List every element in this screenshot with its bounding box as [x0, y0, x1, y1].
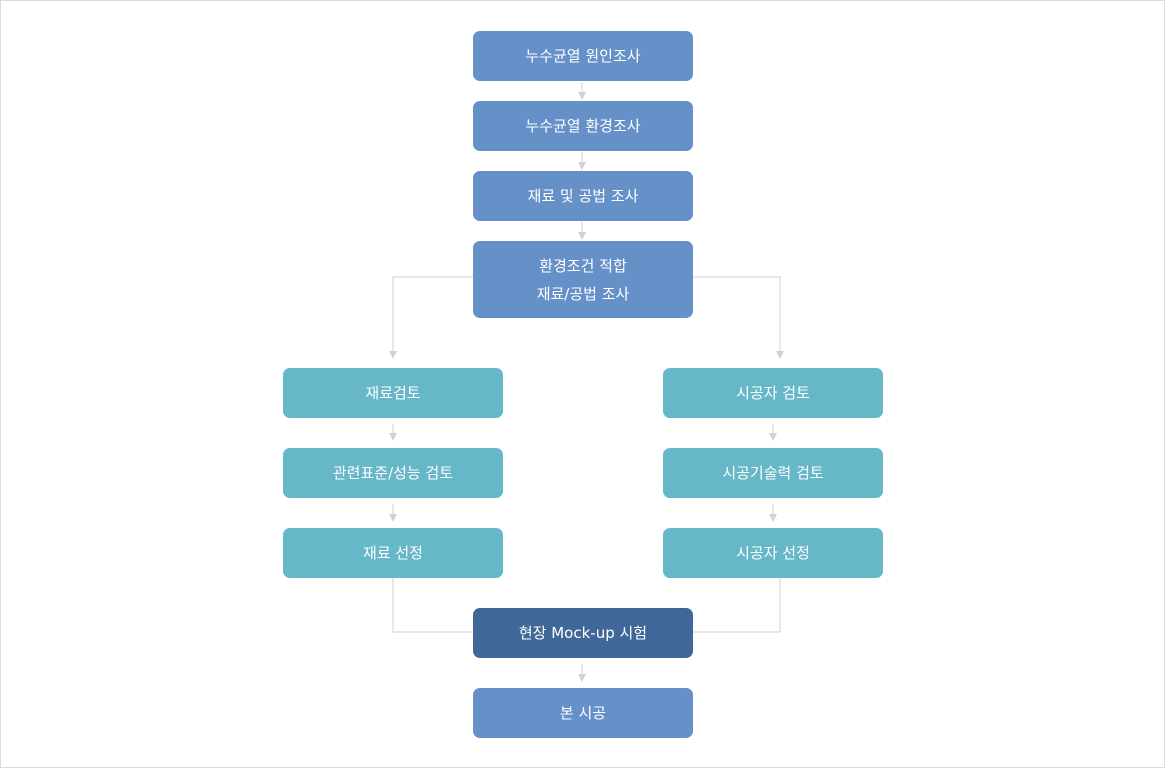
- step-construction-tech-review: 시공기술력 검토: [663, 448, 883, 498]
- step-label: 현장 Mock-up 시험: [518, 624, 648, 642]
- step-field-mockup-test: 현장 Mock-up 시험: [473, 608, 693, 658]
- step-label: 재료 및 공법 조사: [527, 187, 639, 205]
- step-label: 본 시공: [559, 704, 607, 722]
- arrow-step4-right: [693, 276, 784, 359]
- step-label-line2: 재료/공법 조사: [536, 284, 630, 303]
- step-material-method-survey: 재료 및 공법 조사: [473, 171, 693, 221]
- step-suitable-material-method-survey: 환경조건 적합 재료/공법 조사: [473, 241, 693, 318]
- step-leak-crack-cause-survey: 누수균열 원인조사: [473, 31, 693, 81]
- line-right3-mockup: [693, 578, 781, 633]
- step-label: 시공자 검토: [736, 384, 810, 402]
- step-contractor-selection: 시공자 선정: [663, 528, 883, 578]
- step-leak-crack-environment-survey: 누수균열 환경조사: [473, 101, 693, 151]
- step-main-construction: 본 시공: [473, 688, 693, 738]
- step-contractor-review: 시공자 검토: [663, 368, 883, 418]
- step-material-selection: 재료 선정: [283, 528, 503, 578]
- step-label: 누수균열 원인조사: [525, 47, 641, 65]
- line-left3-mockup: [392, 578, 473, 633]
- step-label: 시공기술력 검토: [722, 464, 824, 482]
- step-label: 재료 선정: [363, 544, 423, 562]
- step-label: 누수균열 환경조사: [525, 117, 641, 135]
- step-label-line1: 환경조건 적합: [539, 256, 627, 275]
- step-label: 관련표준/성능 검토: [332, 464, 454, 482]
- step-material-review: 재료검토: [283, 368, 503, 418]
- step-standard-performance-review: 관련표준/성능 검토: [283, 448, 503, 498]
- arrow-step4-left: [389, 276, 473, 359]
- step-label: 시공자 선정: [736, 544, 810, 562]
- step-label: 재료검토: [365, 384, 421, 402]
